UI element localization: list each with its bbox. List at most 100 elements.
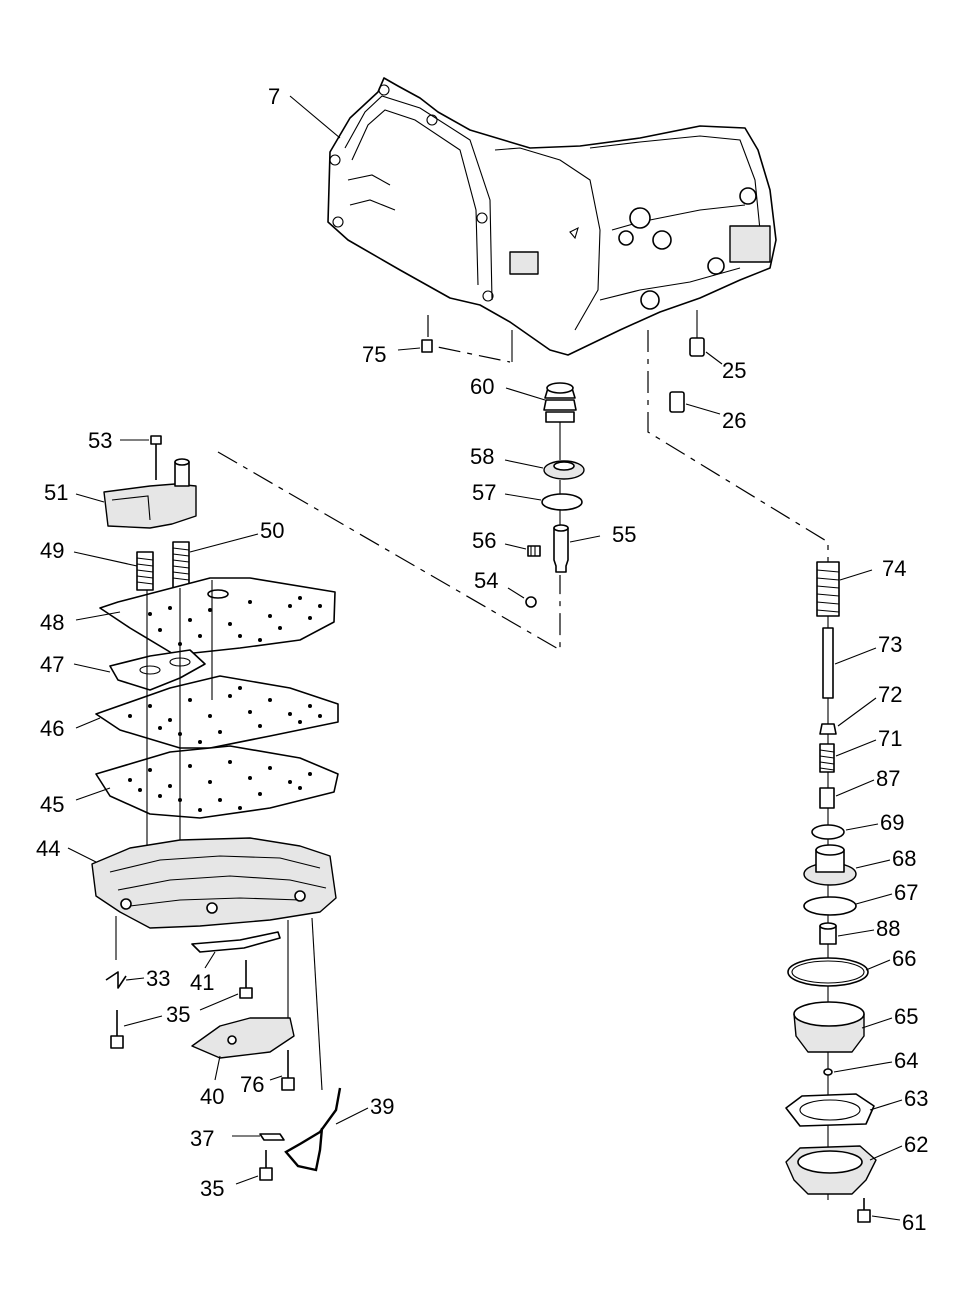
seal-58-bore <box>553 461 575 471</box>
bolt-35-c <box>235 1150 273 1185</box>
cover-65-rim <box>793 1001 865 1027</box>
callout-54: 54 <box>474 568 498 593</box>
case-boss-2 <box>729 225 771 263</box>
bracket-41 <box>191 931 281 969</box>
leader-35b <box>123 1015 163 1027</box>
bolt-hole-3 <box>426 114 438 126</box>
callout-46: 46 <box>40 716 64 741</box>
callout-51: 51 <box>44 480 68 505</box>
plate-48-port <box>207 589 229 599</box>
case-port-6 <box>618 230 634 246</box>
solenoid-51-cap <box>174 458 190 466</box>
springs-49-50 <box>73 533 259 591</box>
bolt-hole-2 <box>378 84 390 96</box>
bolt-35c-head <box>259 1167 273 1181</box>
callout-45: 45 <box>40 792 64 817</box>
leader-49 <box>73 551 138 567</box>
case-pan-rail <box>599 267 741 301</box>
spring-71-coils <box>819 749 835 771</box>
gasket-63 <box>785 1093 903 1127</box>
part-40-hole <box>227 1035 237 1045</box>
ring-69 <box>811 823 879 840</box>
valve-55 <box>553 524 601 573</box>
leader-39 <box>335 1107 369 1125</box>
sleeve-87 <box>819 779 875 809</box>
clip-37-shape <box>259 1133 285 1141</box>
leader-66 <box>865 959 891 971</box>
spring-56 <box>504 543 541 557</box>
washer-72 <box>819 697 877 735</box>
callout-37: 37 <box>190 1126 214 1151</box>
ring-69-shape <box>811 824 845 840</box>
bolt-hole-4 <box>476 212 488 224</box>
callout-7: 7 <box>268 84 280 109</box>
case-port-2 <box>652 230 672 250</box>
callout-35b: 35 <box>200 1176 224 1201</box>
leader-56 <box>504 543 527 550</box>
dashed-line-75 <box>427 315 511 363</box>
bolt-35b-head <box>110 1035 124 1049</box>
leader-64 <box>833 1061 893 1073</box>
sleeve-87-body <box>819 787 835 809</box>
callout-64: 64 <box>894 1048 918 1073</box>
valve-body-44-shape <box>91 837 337 929</box>
leader-72 <box>837 697 877 727</box>
dashed-line-servo <box>647 330 829 560</box>
spring-50-coils <box>172 547 190 581</box>
callout-66: 66 <box>892 946 916 971</box>
leader-61 <box>871 1215 901 1221</box>
leader-48 <box>75 611 121 621</box>
callout-33: 33 <box>146 966 170 991</box>
clip-33 <box>105 971 145 989</box>
clip-37 <box>232 1133 285 1141</box>
callout-26: 26 <box>722 408 746 433</box>
spring-74 <box>816 561 873 617</box>
transmission-case <box>327 77 777 356</box>
bracket-41-shape <box>191 931 281 953</box>
bolt-25-head <box>689 337 705 357</box>
spring-60-top <box>546 382 574 394</box>
bolt-35-b <box>110 1010 163 1049</box>
spring-74-coils <box>816 569 840 613</box>
pin-73-body <box>822 627 834 699</box>
bolt-26-head <box>669 391 685 413</box>
leader-88 <box>837 929 875 937</box>
leader-58 <box>504 459 544 469</box>
case-detail-2 <box>347 174 391 186</box>
ball-54-shape <box>525 596 537 608</box>
valve-55-top <box>553 524 569 532</box>
gasket-63-shape <box>785 1093 875 1127</box>
callout-65: 65 <box>894 1004 918 1029</box>
ring-66-outer <box>787 957 869 987</box>
ring-66 <box>787 957 891 987</box>
bolt-75 <box>397 339 433 353</box>
spring-88-top <box>819 922 837 930</box>
callout-88: 88 <box>876 916 900 941</box>
leader-7 <box>289 95 341 139</box>
bolt-53 <box>120 435 162 480</box>
callout-53: 53 <box>88 428 112 453</box>
callout-74: 74 <box>882 556 906 581</box>
bolt-25 <box>689 310 723 365</box>
valve-body-44-bore-2 <box>206 902 218 914</box>
solenoid-51-detail <box>111 495 151 521</box>
callout-39: 39 <box>370 1094 394 1119</box>
pin-73 <box>822 627 877 699</box>
plate-45-shape <box>95 745 339 819</box>
callout-56: 56 <box>472 528 496 553</box>
bolt-26 <box>669 391 721 415</box>
leader-25 <box>705 351 723 365</box>
clip-33-shape <box>105 971 127 989</box>
case-body-contour <box>494 147 601 331</box>
callout-55: 55 <box>612 522 636 547</box>
plate-48-shape <box>99 577 336 656</box>
callout-50: 50 <box>260 518 284 543</box>
leader-76 <box>269 1075 283 1081</box>
ring-64 <box>823 1061 893 1076</box>
plate-46 <box>75 675 339 749</box>
piston-68 <box>803 844 891 886</box>
harness-39 <box>284 1087 369 1172</box>
valve-body-44-bore-1 <box>120 898 132 910</box>
gasket-47-hole-a <box>139 665 161 675</box>
part-40-shape <box>191 1017 295 1059</box>
